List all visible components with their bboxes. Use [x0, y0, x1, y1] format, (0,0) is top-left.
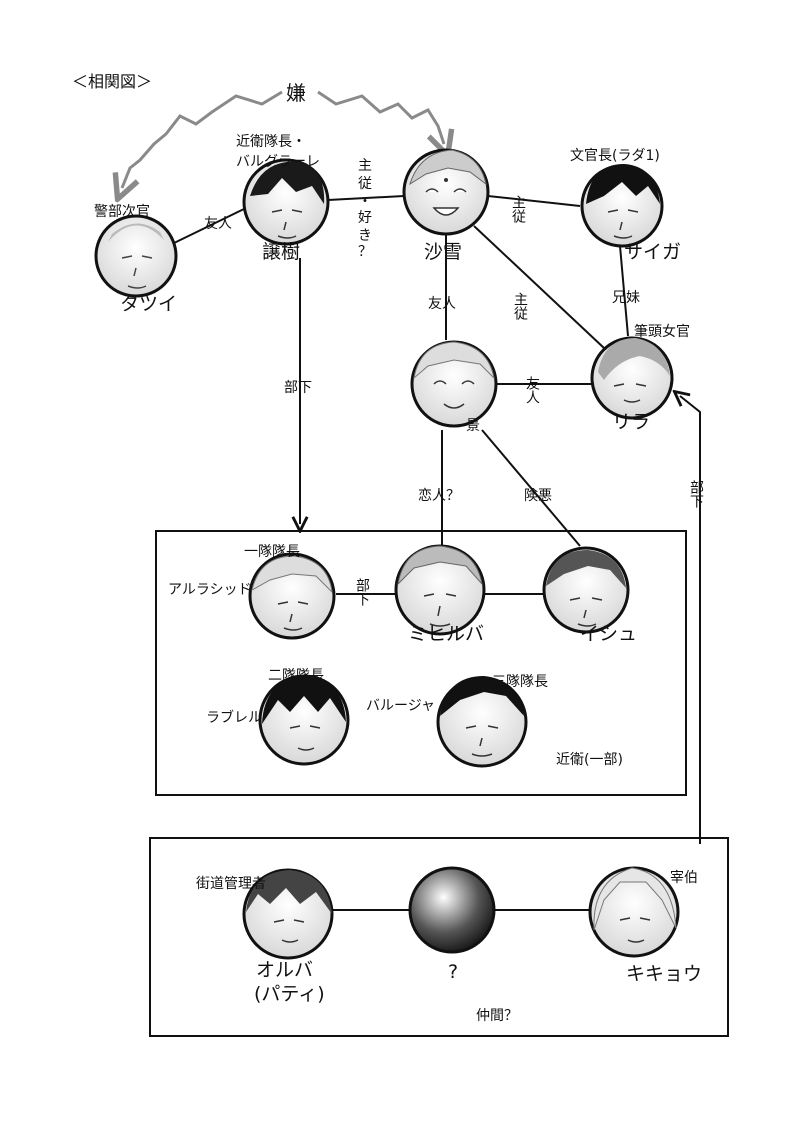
name-tatsui: タツイ: [120, 293, 177, 315]
name-mihiruba: ミヒルバ: [408, 623, 484, 645]
portrait-alrashid: [248, 552, 336, 640]
portrait-kikyou: [588, 866, 680, 958]
envy-arrow: 嫌: [122, 81, 444, 188]
role-alrashid: 一隊隊長: [244, 544, 300, 560]
name-unknown: ?: [448, 961, 458, 983]
role-kikyou: 宰伯: [670, 870, 698, 886]
role-jouju-2: バルグラーレ: [236, 154, 320, 170]
role-baruja: 三隊隊長: [492, 674, 548, 690]
role-saiga: 文官長(ラダ1): [570, 148, 660, 164]
envy-label: 嫌: [286, 81, 306, 105]
portrait-kei: [410, 340, 498, 428]
label-alrashid-mihiruba: 部下: [354, 578, 370, 606]
label-kei-mihiruba: 恋人？: [418, 487, 460, 504]
portrait-mihiruba: [394, 544, 486, 636]
character-labels: 警部次官 タツイ 近衛隊長・ バルグラーレ 譲樹 沙雪 文官長(ラダ1) サイガ…: [94, 134, 702, 1024]
portrait-lila: [590, 336, 674, 420]
label-jouju-sayuki-2: 従: [358, 176, 372, 192]
name-saiga: サイガ: [624, 241, 681, 263]
label-jouju-sayuki-6: ？: [358, 244, 372, 260]
portrait-tatsui: [94, 214, 178, 298]
label-sayuki-lila: 主従: [512, 292, 528, 321]
name-sayuki: 沙雪: [424, 241, 462, 263]
group-guard-label: 近衛(一部): [556, 752, 623, 768]
label-jouju-sayuki-3: ・: [358, 194, 372, 210]
label-saiga-lila: 兄妹: [612, 290, 640, 306]
portrait-rabureru: [258, 674, 350, 766]
role-jouju-1: 近衛隊長・: [236, 134, 306, 150]
name-kikyou: キキョウ: [626, 963, 702, 985]
portrait-saiga: [580, 164, 664, 248]
label-jouju-sayuki-4: 好: [358, 210, 372, 226]
relation-labels: 友人 主 従 ・ 好 き ？ 主従 主従 兄妹 友人 友人 部下 恋人？ 険悪 …: [204, 158, 704, 606]
label-sayuki-saiga: 主従: [510, 195, 526, 224]
portrait-oruba: [242, 868, 334, 960]
role-lila: 筆頭女官: [634, 323, 690, 340]
portrait-jouju: [242, 158, 330, 246]
name-ishu: イシュ: [580, 623, 637, 645]
label-jouju-sayuki-5: き: [358, 228, 372, 244]
name-kei: 景: [466, 418, 480, 434]
guard-group-box: [155, 530, 687, 796]
relation-lines: [171, 195, 701, 911]
label-tatsui-jouju: 友人: [204, 216, 232, 232]
name-alrashid: アルラシッド: [168, 582, 252, 598]
label-kikyou-lila: 部下: [688, 480, 704, 508]
label-jouju-sayuki-1: 主: [358, 158, 372, 174]
name-rabureru: ラブレル: [206, 709, 262, 726]
portrait-ishu: [542, 546, 630, 634]
label-kei-lila: 友人: [524, 376, 540, 404]
group-companions-label: 仲間？: [476, 1008, 518, 1024]
label-kei-ishu: 険悪: [524, 488, 552, 504]
role-oruba: 街道管理者: [196, 876, 266, 892]
label-sayuki-kei: 友人: [428, 296, 456, 312]
role-rabureru: 二隊隊長: [268, 668, 324, 684]
portrait-baruja: [436, 676, 528, 768]
name-baruja: バルージャ: [366, 698, 435, 714]
label-jouju-guard: 部下: [284, 380, 312, 396]
name-lila: リラ: [612, 411, 650, 433]
companions-group-box: [149, 837, 729, 1037]
alias-oruba: (パティ): [254, 983, 325, 1005]
role-tatsui: 警部次官: [94, 204, 150, 220]
name-oruba: オルバ: [256, 959, 313, 981]
name-jouju: 譲樹: [262, 241, 300, 263]
portrait-unknown: [408, 866, 496, 954]
portrait-sayuki: [402, 148, 490, 236]
diagram-title: ＜相関図＞: [72, 72, 152, 91]
